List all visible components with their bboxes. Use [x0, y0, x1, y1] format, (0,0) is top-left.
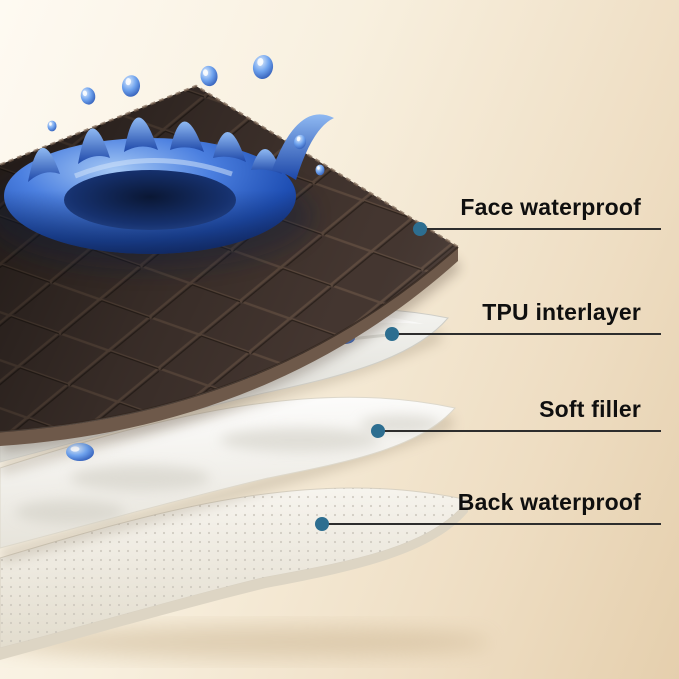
- stack-ground-shadow: [0, 626, 490, 658]
- layer-label-back-waterproof: Back waterproof: [457, 489, 641, 515]
- layer-label-tpu-interlayer: TPU interlayer: [482, 299, 641, 325]
- water-splash-illustration: [0, 53, 334, 270]
- callout-dot: [413, 222, 427, 236]
- callout-line: [392, 333, 661, 335]
- callout-line: [322, 523, 661, 525]
- callout-line: [420, 228, 661, 230]
- callout-line: [378, 430, 661, 432]
- callout-dot: [385, 327, 399, 341]
- layer-label-face-waterproof: Face waterproof: [460, 194, 641, 220]
- layer-label-soft-filler: Soft filler: [539, 396, 641, 422]
- callout-dot: [371, 424, 385, 438]
- callout-dot: [315, 517, 329, 531]
